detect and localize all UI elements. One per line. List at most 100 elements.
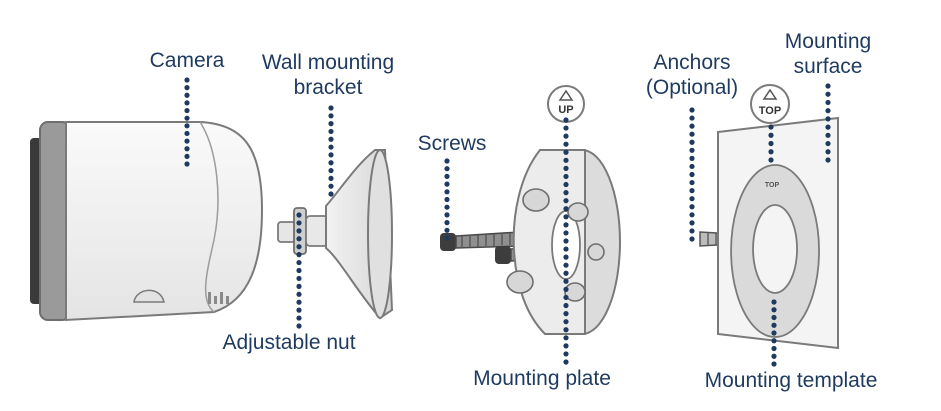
camera-sensor-bump xyxy=(133,289,165,303)
surface-label-line1: Mounting xyxy=(784,30,872,53)
template-top-mark: TOP xyxy=(765,182,780,189)
mounting-template-leader-dot xyxy=(771,307,777,313)
top-badge-leader-dot xyxy=(768,124,774,130)
top-badge-circle xyxy=(750,84,790,124)
screws-leader-dot xyxy=(444,189,450,195)
screws-leader-dot xyxy=(444,166,450,172)
plate-bosses xyxy=(506,188,605,302)
bracket-leader-dot xyxy=(328,113,334,119)
screws-leader-dot xyxy=(444,212,450,218)
screws-leader-dot xyxy=(444,196,450,203)
camera-body-seam xyxy=(199,121,219,313)
top-arrow-icon xyxy=(762,88,778,100)
camera-leader-dot xyxy=(184,153,190,159)
mounting-plate-leader-dot xyxy=(563,125,569,131)
up-arrow-icon xyxy=(558,89,574,101)
camera-leader-dot xyxy=(184,161,190,167)
bracket-leader-dot xyxy=(328,136,334,142)
mounting-template-leader-dot xyxy=(771,361,777,367)
mounting-plate-leader-dot xyxy=(563,181,569,188)
bracket-leader xyxy=(328,105,334,197)
anchors-leader-dot xyxy=(689,179,695,186)
screws-leader-dot xyxy=(444,158,450,164)
camera-leader-dot xyxy=(184,85,190,91)
mounting-template-leader-dot xyxy=(771,322,777,328)
camera-leader-dot xyxy=(184,123,190,129)
wall-mounting-bracket-label: Wall mounting bracket xyxy=(248,50,408,100)
screws-leader-dot xyxy=(444,235,450,241)
adjustable-nut-leader-dot xyxy=(296,267,302,274)
top-badge-leader-dot xyxy=(768,140,774,147)
mounting-template-ring xyxy=(730,164,820,338)
surface-leader xyxy=(825,83,831,163)
screw-upper xyxy=(440,231,530,251)
mounting-plate-leader-dot xyxy=(563,270,569,276)
top-badge-leader-dot xyxy=(768,157,774,163)
surface-leader-dot xyxy=(825,140,831,147)
mounting-plate-leader-dot xyxy=(563,214,569,220)
mounting-plate-label: Mounting plate xyxy=(473,367,611,390)
mounting-template-leader-dot xyxy=(771,353,777,359)
surface-leader-dot xyxy=(825,149,831,155)
surface-leader-dot xyxy=(825,124,831,130)
camera-label: Camera xyxy=(149,49,225,72)
bracket-leader-dot xyxy=(328,175,334,181)
anchors-leader-dot xyxy=(689,171,695,178)
mounting-plate-leader-dot xyxy=(563,190,569,196)
top-badge-leader-dot xyxy=(768,149,774,155)
adjustable-nut-leader-dot xyxy=(296,220,302,226)
mounting-plate-leader-dot xyxy=(563,157,569,163)
anchors-leader-dot xyxy=(689,188,695,194)
adjustable-nut-label: Adjustable nut xyxy=(222,331,356,354)
surface-leader-dot xyxy=(825,157,831,163)
mounting-plate-leader-dot xyxy=(563,222,569,228)
camera-logo-bars xyxy=(208,292,229,304)
bracket-rim xyxy=(367,149,393,319)
adjustable-nut-leader-dot xyxy=(296,244,302,250)
screws-label: Screws xyxy=(417,132,487,155)
adjustable-nut-leader-dot xyxy=(296,323,302,329)
camera-leader-dot xyxy=(184,77,190,83)
bracket-label-line2: bracket xyxy=(293,76,363,99)
up-badge: UP xyxy=(547,85,585,123)
adjustable-nut-leader-dot xyxy=(296,307,302,313)
mounting-plate-leader-dot xyxy=(563,206,569,212)
mounting-plate-leader-dot xyxy=(563,254,569,260)
mounting-plate-leader-dot xyxy=(563,262,569,268)
camera-body xyxy=(65,121,264,322)
up-badge-text: UP xyxy=(558,104,573,116)
bracket-leader-dot xyxy=(328,105,334,111)
mounting-plate-leader xyxy=(563,117,569,365)
surface-label-line2: surface xyxy=(793,55,863,78)
bracket-leader-dot xyxy=(328,152,334,158)
anchors-leader-dot xyxy=(689,204,695,210)
anchors-leader-dot xyxy=(689,107,695,113)
adjustable-nut-leader-dot xyxy=(296,236,302,242)
anchors-leader-dot xyxy=(689,196,695,202)
screws-leader-dot xyxy=(444,227,450,233)
anchors-leader-dot xyxy=(689,147,695,153)
surface-leader-dot xyxy=(825,83,831,89)
bracket-leader-dot xyxy=(328,183,334,189)
screws-leader-dot xyxy=(444,220,450,226)
anchors-label-line2: (Optional) xyxy=(645,76,739,99)
mounting-plate-leader-dot xyxy=(563,319,569,325)
mounting-plate-leader-dot xyxy=(563,198,569,204)
surface-leader-dot xyxy=(825,108,831,114)
bracket-label-line1: Wall mounting xyxy=(261,51,395,74)
camera-leader xyxy=(184,77,190,167)
adjustable-nut-leader-dot xyxy=(296,299,302,305)
adjustable-nut-leader-dot xyxy=(296,291,302,297)
bracket-leader-dot xyxy=(328,167,334,174)
bracket-leader-dot xyxy=(328,121,334,127)
mounting-plate-leader-dot xyxy=(563,286,569,292)
anchors-leader xyxy=(689,107,695,242)
mounting-template-leader-dot xyxy=(771,345,777,352)
camera-leader-dot xyxy=(184,130,190,137)
bracket-leader-dot xyxy=(328,128,334,135)
anchors-label: Anchors (Optional) xyxy=(636,50,748,100)
anchors-leader-dot xyxy=(689,155,695,161)
mounting-surface-illustration: TOP xyxy=(717,116,839,350)
mounting-template-leader-dot xyxy=(771,338,777,344)
